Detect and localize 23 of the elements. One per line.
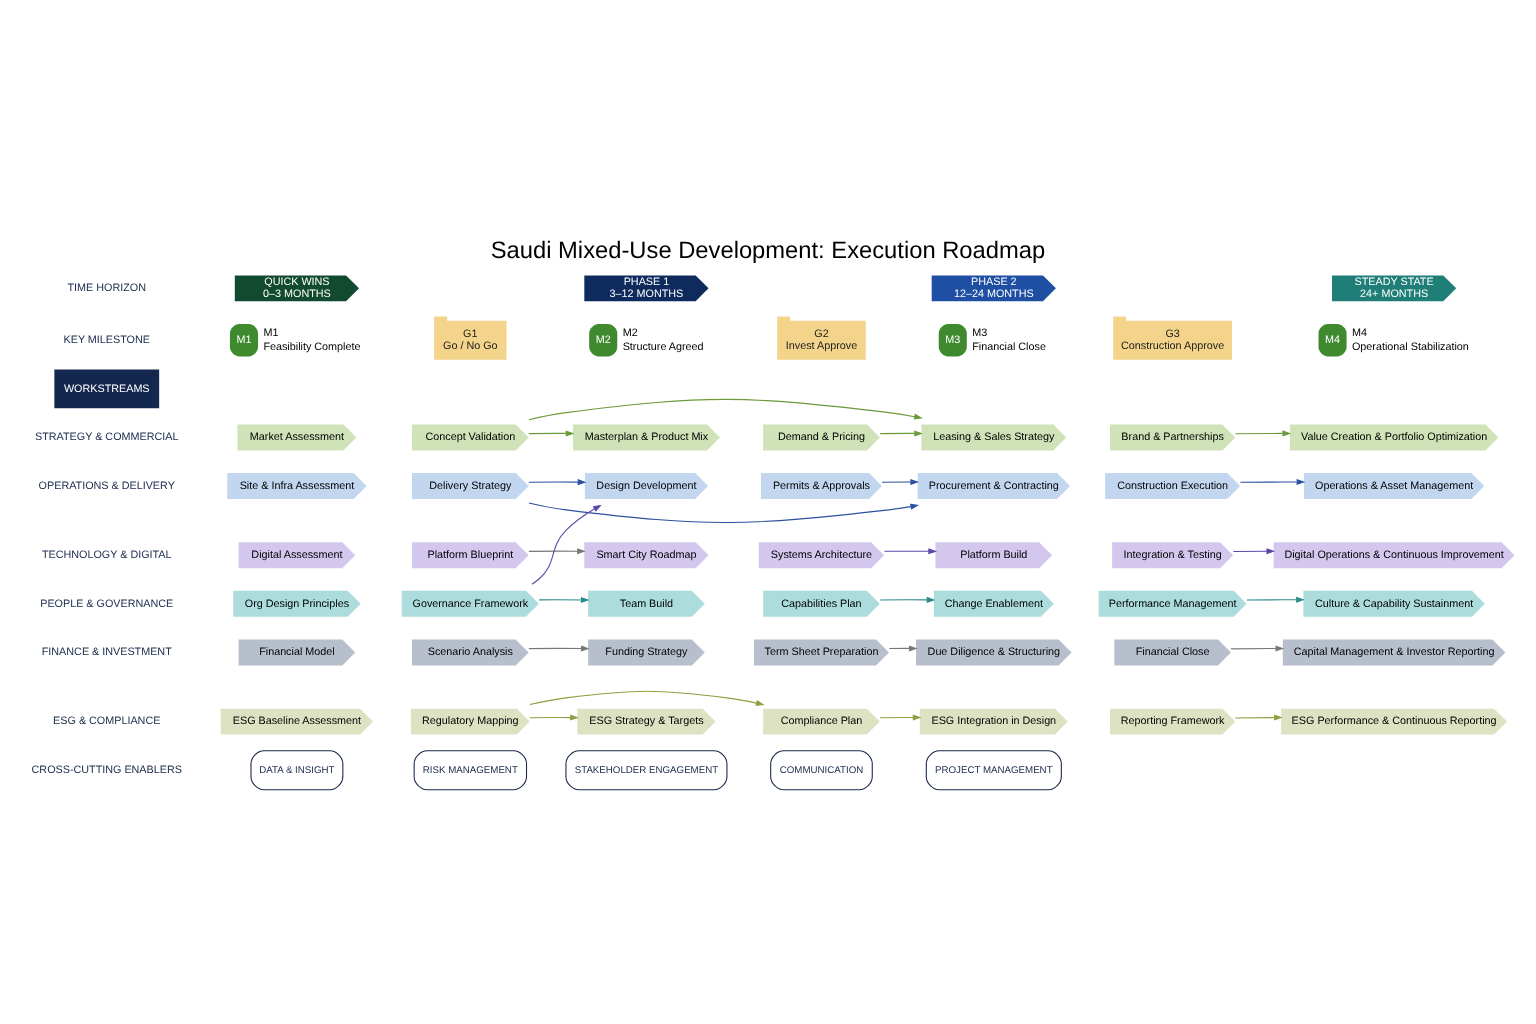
- arrow: [883, 548, 938, 555]
- arrow: [879, 430, 923, 437]
- arrow: [528, 398, 923, 421]
- arrow: [528, 645, 590, 652]
- arrow: [528, 430, 575, 437]
- diagram-title: Saudi Mixed-Use Development: Execution Roadmap: [490, 235, 1046, 264]
- arrow: [528, 548, 586, 555]
- arrow: [529, 714, 579, 721]
- arrow: [531, 504, 602, 585]
- arrow: [528, 502, 920, 524]
- arrow: [1234, 430, 1292, 437]
- arrow: [1232, 548, 1276, 555]
- arrow: [538, 596, 590, 603]
- arrow: [529, 690, 765, 706]
- arrow: [1234, 714, 1283, 721]
- arrow: [1230, 645, 1285, 652]
- arrow: [888, 645, 918, 652]
- arrow: [1246, 596, 1305, 603]
- arrow: [879, 714, 922, 721]
- arrow: [879, 596, 936, 603]
- arrow: [528, 479, 587, 486]
- arrow: [1239, 479, 1306, 486]
- arrow: [881, 479, 920, 486]
